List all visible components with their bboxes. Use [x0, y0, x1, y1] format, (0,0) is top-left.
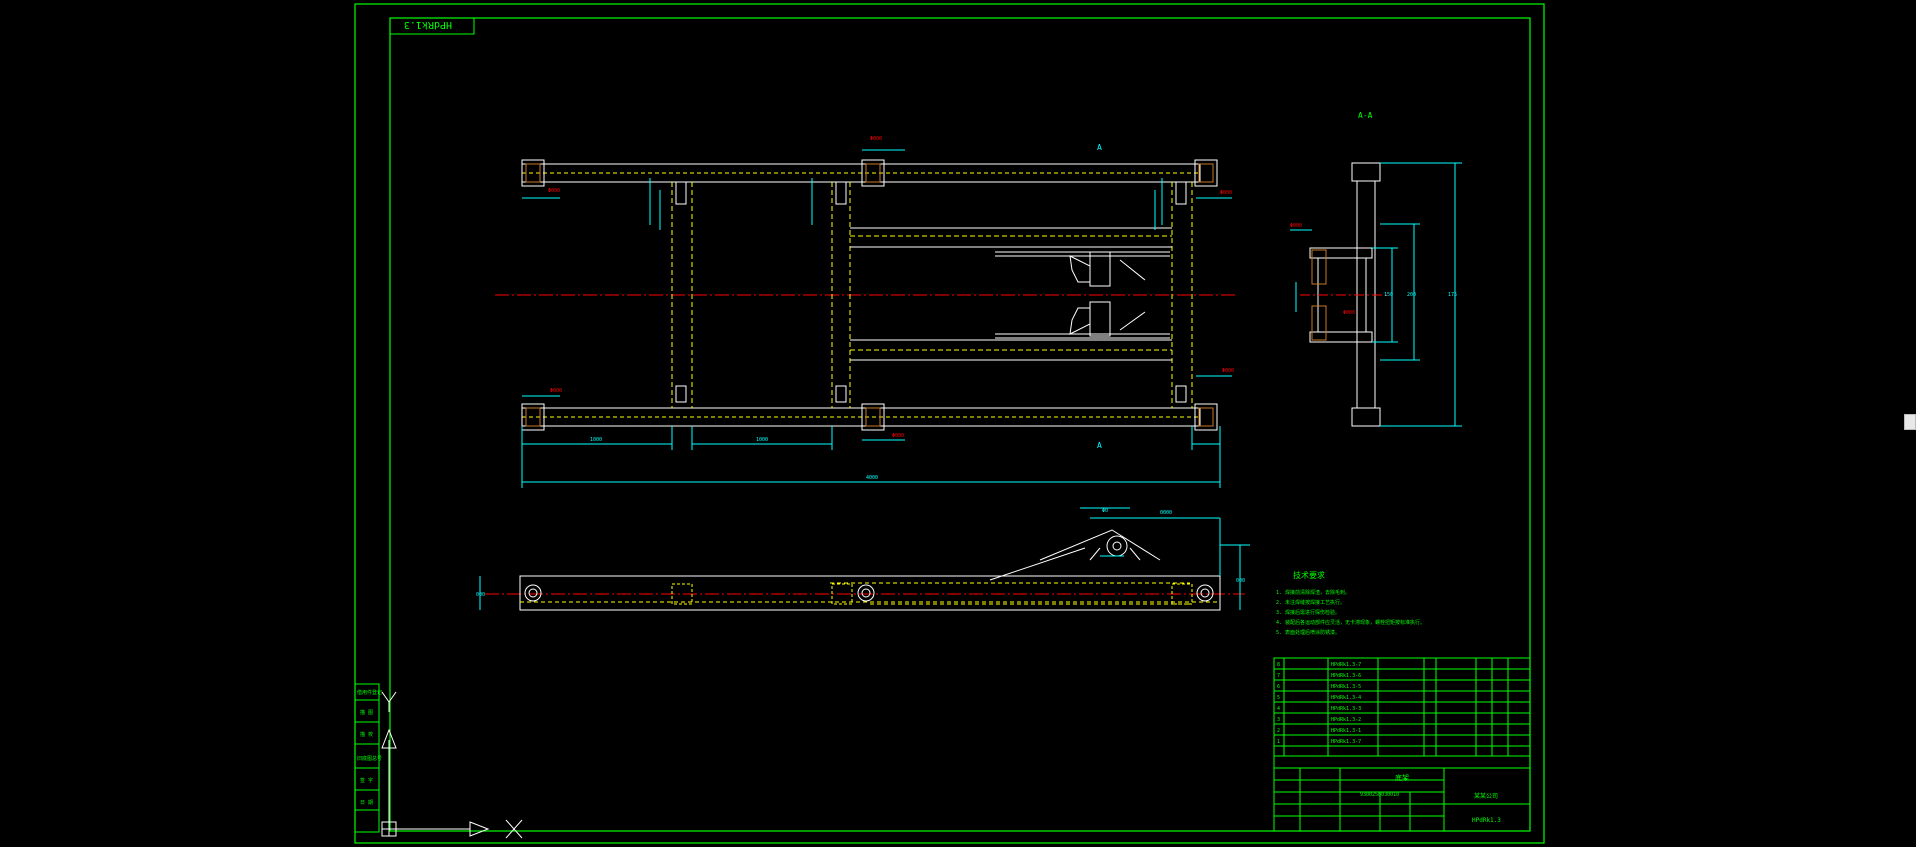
stamp-label-1: 借用件登记: [357, 689, 382, 696]
tech-req-title: 技术要求: [1293, 570, 1325, 580]
svg-text:Φ000: Φ000: [892, 433, 904, 439]
parts-list: [1273, 657, 1531, 757]
section-dim-2: 200: [1407, 292, 1416, 298]
outer-sheet-border: [354, 3, 1545, 844]
svg-text:0000: 0000: [1160, 510, 1172, 516]
part-code-1: HPdRk1.3-7: [1331, 739, 1361, 745]
tech-req-line-1: 1. 焊接前清除焊渣，去除毛刺。: [1276, 589, 1350, 596]
svg-text:000: 000: [1236, 578, 1245, 584]
part-no-8: 8: [1277, 662, 1280, 668]
part-code-2: HPdRk1.3-1: [1331, 728, 1361, 734]
title-block-company: 某某公司: [1474, 793, 1498, 800]
tech-req-line-2: 2. 未注焊缝按焊接工艺执行。: [1276, 599, 1345, 606]
section-dim-3: 150: [1384, 292, 1393, 298]
section-view-a-a: A-A: [1290, 111, 1462, 427]
svg-text:000: 000: [476, 592, 485, 598]
part-no-2: 2: [1277, 728, 1280, 734]
tech-req-line-4: 4. 装配后各运动部件应灵活，无卡滞现象，螺栓扭矩按标准执行。: [1276, 619, 1425, 626]
section-dim-1: 175: [1448, 292, 1457, 298]
stamp-label-6: 日 期: [360, 800, 373, 806]
title-block: [1273, 755, 1531, 832]
svg-text:Φ000: Φ000: [1220, 190, 1232, 196]
dim-label-1: 1000: [590, 437, 602, 443]
part-code-4: HPdRk1.3-3: [1331, 706, 1361, 712]
title-block-code: 9300250030010: [1360, 792, 1399, 798]
stamp-label-2: 描 图: [360, 709, 373, 716]
side-view: Φ0 0000 000 000: [476, 507, 1250, 611]
left-stamp-column: [354, 683, 380, 833]
title-block-name: 底架: [1395, 773, 1409, 782]
ucs-icon: [381, 691, 523, 839]
tech-req-line-5: 5. 表面处理后喷涂防锈漆。: [1276, 629, 1340, 636]
section-cut-top: A: [1097, 143, 1102, 152]
tech-req-line-3: 3. 焊接后需进行探伤检验。: [1276, 609, 1340, 616]
part-no-7: 7: [1277, 673, 1280, 679]
part-code-5: HPdRk1.3-4: [1331, 695, 1361, 701]
dim-label-2: 1000: [756, 437, 768, 443]
part-code-6: HPdRk1.3-5: [1331, 684, 1361, 690]
part-no-4: 4: [1277, 706, 1280, 712]
svg-text:Φ000: Φ000: [1343, 310, 1355, 316]
stamp-label-3: 描 校: [360, 731, 373, 738]
top-view: 1000 1000 4000 Φ000 Φ000 Φ000 Φ000 Φ000 …: [495, 136, 1235, 488]
section-cut-bottom: A: [1097, 441, 1102, 450]
svg-text:Φ0: Φ0: [1102, 508, 1108, 514]
title-tag-box: [389, 17, 475, 35]
part-no-1: 1: [1277, 739, 1280, 745]
part-code-8: HPdRk1.3-7: [1331, 662, 1361, 668]
section-label: A-A: [1358, 111, 1373, 120]
title-block-drawing-no: HPdRk1.3: [1472, 817, 1501, 824]
part-code-7: HPdRk1.3-6: [1331, 673, 1361, 679]
svg-text:Φ000: Φ000: [1290, 223, 1302, 229]
inner-sheet-border: [389, 17, 1531, 832]
part-no-3: 3: [1277, 717, 1280, 723]
scrollbar-thumb[interactable]: [1904, 414, 1916, 430]
svg-text:Φ000: Φ000: [550, 388, 562, 394]
part-code-3: HPdRk1.3-2: [1331, 717, 1361, 723]
part-no-5: 5: [1277, 695, 1280, 701]
svg-text:Φ000: Φ000: [548, 188, 560, 194]
dim-label-overall: 4000: [866, 475, 878, 481]
svg-text:Φ000: Φ000: [870, 136, 882, 142]
part-no-6: 6: [1277, 684, 1280, 690]
title-tag: HPdRk1.3: [404, 19, 452, 30]
svg-text:Φ000: Φ000: [1222, 368, 1234, 374]
technical-requirements: 技术要求 1. 焊接前清除焊渣，去除毛刺。 2. 未注焊缝按焊接工艺执行。 3.…: [1276, 570, 1425, 636]
stamp-label-5: 签 字: [360, 777, 373, 784]
stamp-label-4: 旧底图总号: [357, 755, 382, 762]
